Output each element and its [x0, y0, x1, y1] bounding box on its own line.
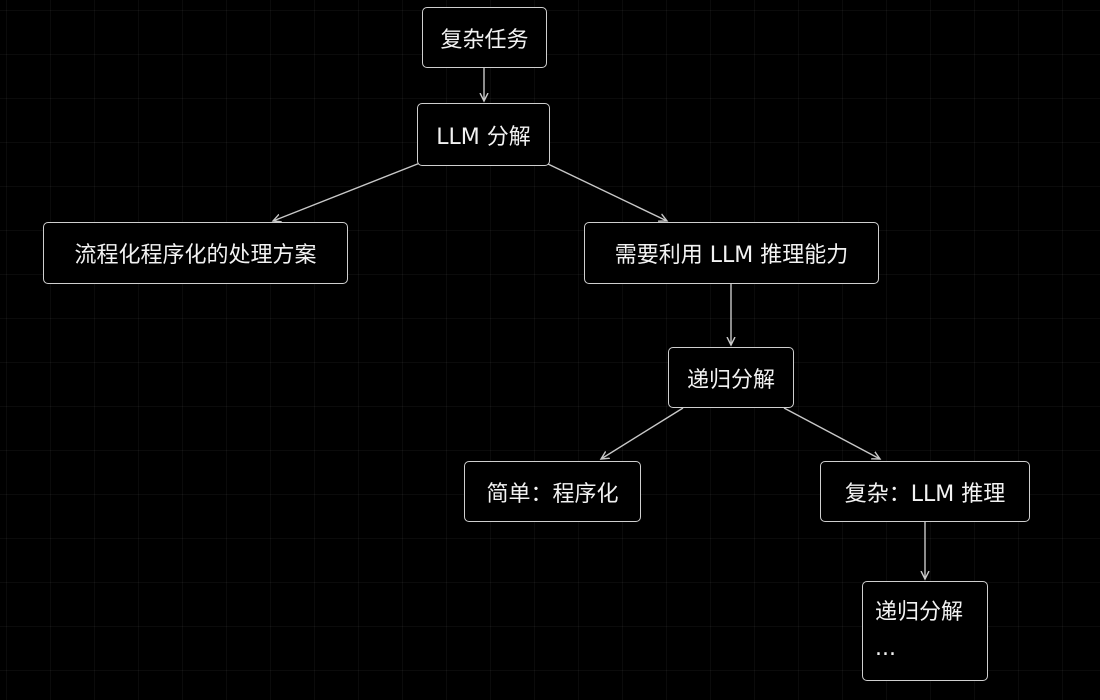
- edge-llm-decompose-to-need-llm: [547, 163, 667, 221]
- node-need-llm-reasoning[interactable]: 需要利用 LLM 推理能力: [584, 222, 879, 284]
- node-recursive-decompose[interactable]: 递归分解: [668, 347, 794, 408]
- node-label: 递归分解: [875, 600, 964, 625]
- node-label: 复杂：LLM 推理: [844, 481, 1006, 507]
- edge-recursive-to-complex-llm: [783, 407, 880, 459]
- node-recursive-decompose-2[interactable]: 递归分解 ...: [862, 581, 988, 681]
- node-continuation: ...: [875, 636, 896, 661]
- node-label: 需要利用 LLM 推理能力: [614, 243, 849, 268]
- node-llm-decompose[interactable]: LLM 分解: [417, 103, 550, 166]
- node-label: 复杂任务: [440, 27, 529, 53]
- node-label: 流程化程序化的处理方案: [74, 243, 317, 268]
- edge-recursive-to-simple: [601, 407, 684, 459]
- edge-llm-decompose-to-procedural: [273, 162, 421, 221]
- node-complex-llm-reasoning[interactable]: 复杂：LLM 推理: [820, 461, 1030, 522]
- node-label: LLM 分解: [436, 124, 531, 150]
- node-label: 简单：程序化: [486, 481, 619, 507]
- node-complex-task[interactable]: 复杂任务: [422, 7, 547, 68]
- node-procedural-plan[interactable]: 流程化程序化的处理方案: [43, 222, 348, 284]
- node-simple-procedural[interactable]: 简单：程序化: [464, 461, 641, 522]
- node-label: 递归分解: [686, 367, 775, 393]
